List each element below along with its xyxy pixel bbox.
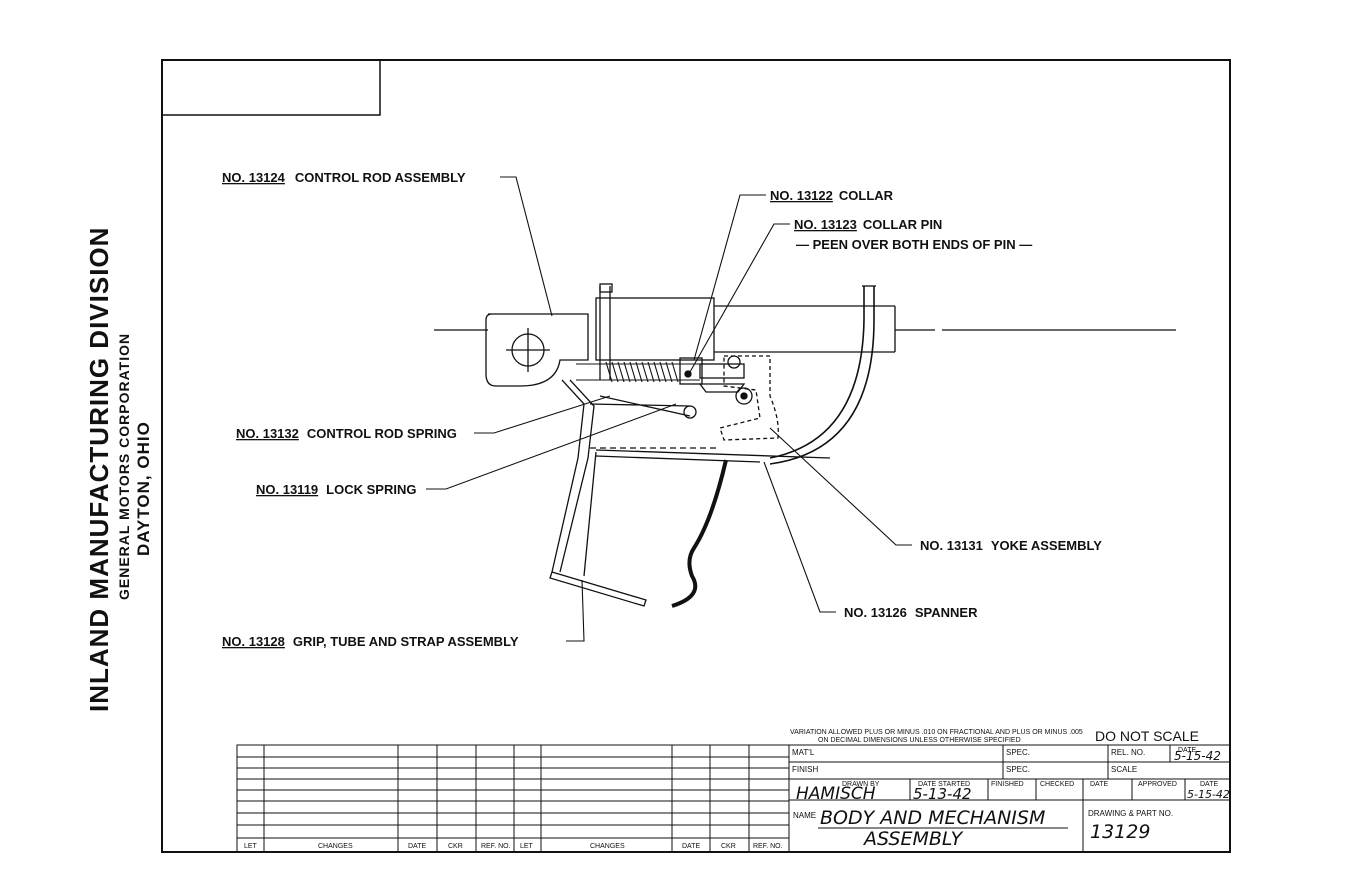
svg-text:LET: LET: [244, 843, 258, 850]
part-no-label: DRAWING & PART NO.: [1088, 809, 1173, 818]
control-rod-spring: [576, 361, 700, 383]
svg-text:CHANGES: CHANGES: [590, 843, 625, 850]
date-label-1: DATE: [1178, 747, 1196, 754]
finish-label: FINISH: [792, 765, 818, 774]
name-line-1: BODY AND MECHANISM: [820, 807, 1045, 829]
spec-label-2: SPEC.: [1006, 765, 1030, 774]
svg-text:CKR: CKR: [448, 843, 463, 850]
date-started-label: DATE STARTED: [918, 781, 970, 788]
finished-label: FINISHED: [991, 781, 1024, 788]
date-label-3: DATE: [1200, 781, 1218, 788]
matl-label: MAT'L: [792, 748, 815, 757]
base-plate: [595, 449, 831, 463]
svg-text:LET: LET: [520, 843, 534, 850]
name-line-2: ASSEMBLY: [862, 828, 964, 850]
svg-text:CKR: CKR: [721, 843, 736, 850]
lock-spring: [589, 395, 691, 417]
tolerance-note: VARIATION ALLOWED PLUS OR MINUS .010 ON …: [790, 729, 1083, 736]
part-no: 13129: [1090, 821, 1150, 843]
date-label-2: DATE: [1090, 781, 1108, 788]
strap: [671, 459, 728, 608]
tolerance-note-2: ON DECIMAL DIMENSIONS UNLESS OTHERWISE S…: [818, 737, 1021, 744]
corner-box: [162, 60, 381, 116]
control-rod-end-block: [485, 313, 589, 387]
spanner-curve: [769, 286, 865, 459]
date-started: 5-13-42: [913, 785, 972, 803]
revision-block: [236, 744, 790, 853]
revision-headers: LET CHANGES DATE CKR REF. NO. LET CHANGE…: [244, 843, 783, 850]
approved-label: APPROVED: [1138, 781, 1177, 788]
drawn-by: HAMISCH: [796, 784, 876, 804]
scale-label: SCALE: [1111, 765, 1137, 774]
callout-peen-note: — PEEN OVER BOTH ENDS OF PIN —: [796, 237, 1032, 252]
yoke: [719, 355, 779, 441]
checked-label: CHECKED: [1040, 781, 1074, 788]
spec-label-1: SPEC.: [1006, 748, 1030, 757]
grip-tube: [551, 379, 595, 573]
drawn-by-label: DRAWN BY: [842, 781, 880, 788]
collar: [679, 357, 703, 385]
date-value-1: 5-15-42: [1174, 749, 1221, 763]
name-label: NAME: [793, 811, 816, 820]
leader-lines: [426, 176, 912, 642]
date-value-2: 5-15-42: [1187, 788, 1230, 801]
grip-pad: [549, 571, 647, 607]
svg-text:REF. NO.: REF. NO.: [481, 843, 511, 850]
svg-text:REF. NO.: REF. NO.: [753, 843, 783, 850]
svg-text:DATE: DATE: [682, 843, 700, 850]
do-not-scale: DO NOT SCALE: [1095, 728, 1199, 744]
svg-text:DATE: DATE: [408, 843, 426, 850]
title-block: [788, 744, 1231, 853]
mechanism-drawing: [485, 283, 896, 608]
svg-text:CHANGES: CHANGES: [318, 843, 353, 850]
rel-no-label: REL. NO.: [1111, 748, 1145, 757]
